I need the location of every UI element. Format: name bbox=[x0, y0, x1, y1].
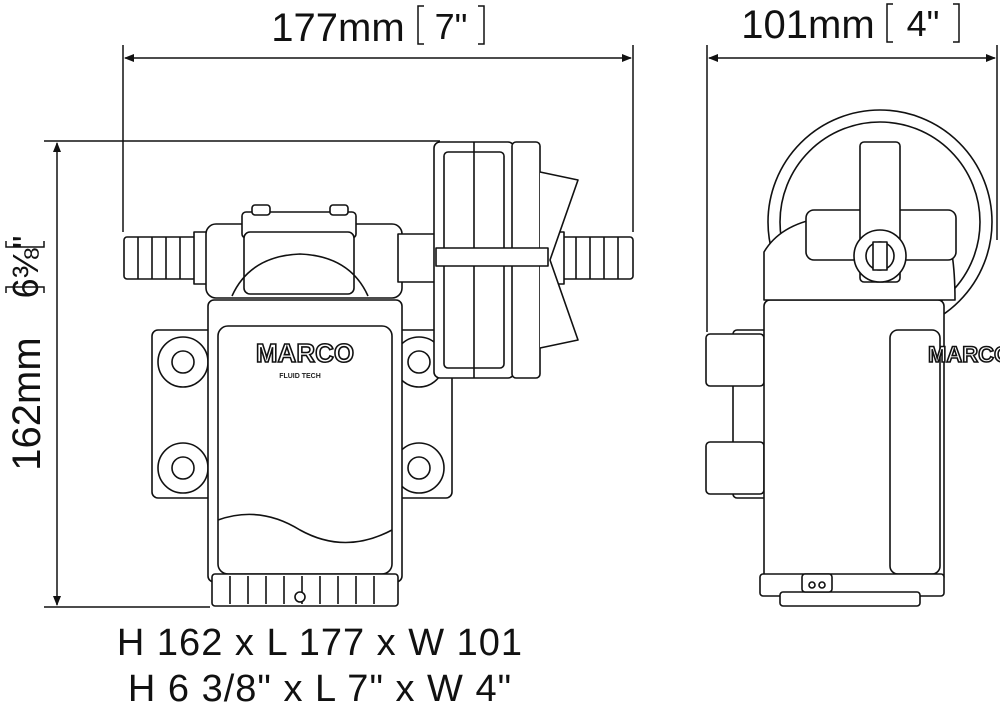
pump-front-view bbox=[123, 141, 634, 607]
height-inch-bracket bbox=[5, 241, 45, 293]
side-brand-logo: MARCO bbox=[928, 342, 1000, 367]
pump-side-view bbox=[705, 109, 993, 607]
dimensions-caption-imperial: H 6 3/8" x L 7" x W 4" bbox=[127, 668, 513, 710]
motor-body bbox=[207, 299, 403, 607]
width-inch-label: 4" bbox=[907, 3, 940, 44]
length-dimension bbox=[122, 45, 634, 232]
left-hose-barb bbox=[123, 231, 211, 285]
dimensions-caption-metric: H 162 x L 177 x W 101 bbox=[116, 622, 524, 664]
side-mounting-bracket bbox=[705, 329, 772, 499]
side-motor-body bbox=[759, 299, 945, 607]
width-inch-bracket bbox=[886, 3, 960, 43]
length-mm-label: 177mm bbox=[271, 6, 404, 50]
height-inch-label: 6⅜" bbox=[5, 236, 46, 299]
length-inch-bracket bbox=[417, 5, 485, 45]
width-dimension bbox=[706, 45, 998, 332]
mounting-holes bbox=[157, 336, 445, 494]
height-dimension bbox=[44, 140, 440, 608]
side-pump-head bbox=[763, 141, 957, 301]
height-mm-label: 162mm bbox=[5, 337, 49, 470]
brand-logo: MARCO bbox=[256, 338, 354, 368]
brand-subtitle: FLUID TECH bbox=[279, 373, 321, 380]
width-mm-label: 101mm bbox=[741, 3, 874, 47]
pump-head bbox=[205, 204, 437, 299]
gear-housing bbox=[433, 141, 579, 379]
length-inch-label: 7" bbox=[435, 6, 468, 47]
